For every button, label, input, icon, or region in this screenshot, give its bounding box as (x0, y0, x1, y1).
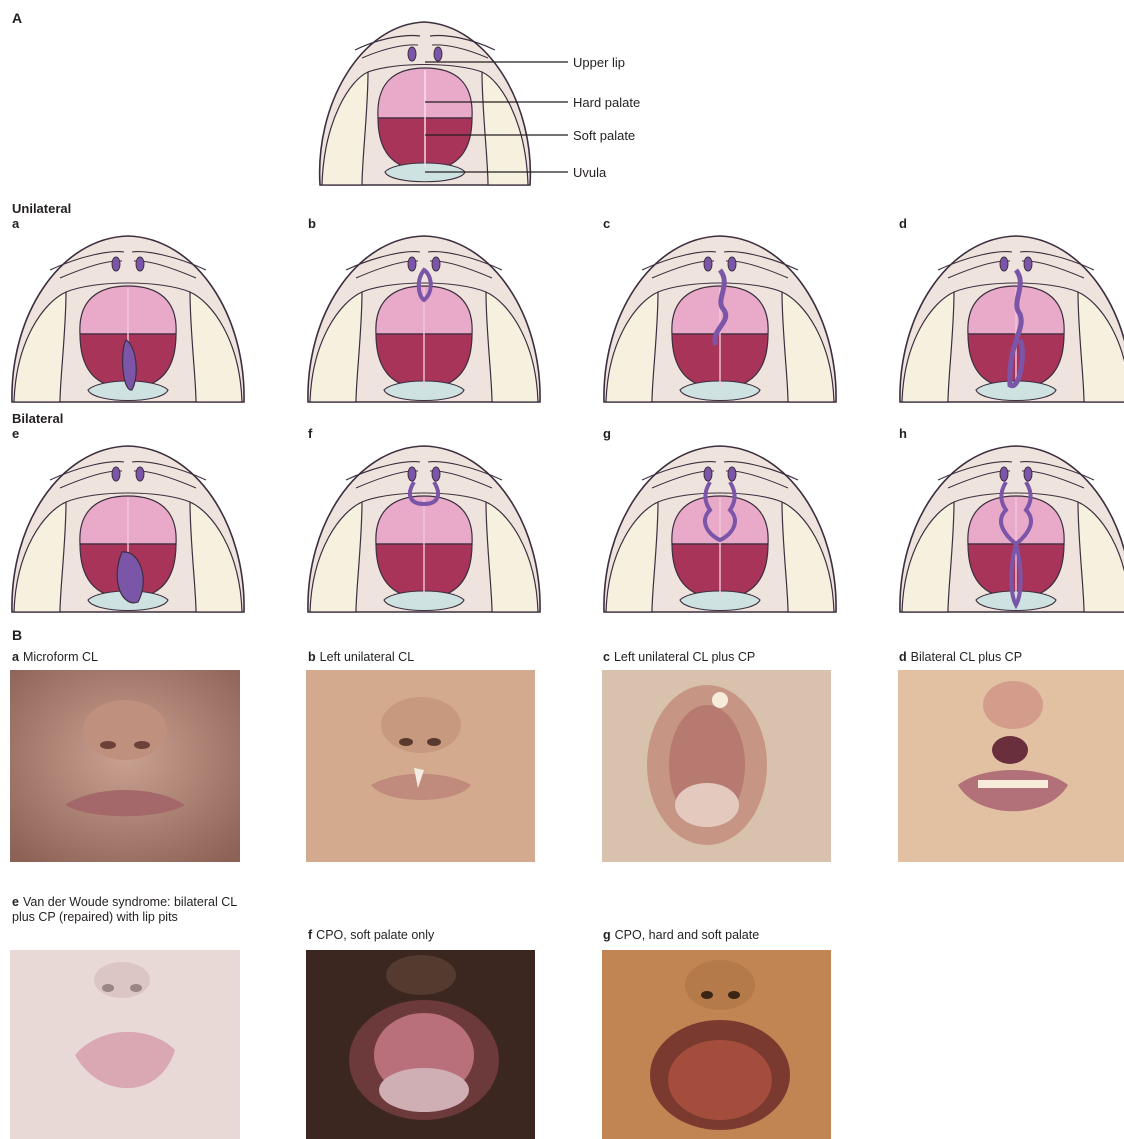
photo-b-left-unilateral-cl (306, 670, 535, 862)
panel-g-letter: g (603, 426, 611, 441)
label-soft-palate: Soft palate (573, 128, 635, 143)
label-uvula: Uvula (573, 165, 606, 180)
photo-f-cpo-soft-palate-only (306, 950, 535, 1139)
palate-diagram-bilateral-lip-primary-palate (602, 440, 842, 615)
section-a-letter: A (12, 10, 22, 26)
panel-b-letter: b (308, 216, 316, 231)
palate-diagram-unilateral-soft-palate (10, 230, 250, 405)
photo-d-bilateral-cl-plus-cp (898, 670, 1124, 862)
photo-g-cpo-hard-and-soft-palate (602, 950, 831, 1139)
palate-diagram-unilateral-complete (898, 230, 1124, 405)
palate-diagram-bilateral-complete (898, 440, 1124, 615)
panel-e-letter: e (12, 426, 19, 441)
panel-c-letter: c (603, 216, 610, 231)
palate-diagram-unilateral-lip (306, 230, 546, 405)
label-upper-lip: Upper lip (573, 55, 625, 70)
photo-e-van-der-woude-syndrome (10, 950, 240, 1139)
bilateral-heading: Bilateral (12, 411, 63, 426)
label-hard-palate: Hard palate (573, 95, 640, 110)
unilateral-heading: Unilateral (12, 201, 71, 216)
nostril-right (434, 47, 442, 61)
panel-h-letter: h (899, 426, 907, 441)
palate-diagram-unilateral-lip-alveolus (602, 230, 842, 405)
photo-c-left-unilateral-cl-plus-cp (602, 670, 831, 862)
palate-diagram-bilateral-lip (306, 440, 546, 615)
panel-a-letter: a (12, 216, 19, 231)
nostril-left (408, 47, 416, 61)
palate-diagram-bilateral-soft-palate (10, 440, 250, 615)
photo-a-microform-cl (10, 670, 240, 862)
palate-illustration (320, 22, 531, 185)
panel-d-letter: d (899, 216, 907, 231)
panel-f-letter: f (308, 426, 312, 441)
section-b-letter: B (12, 627, 22, 643)
